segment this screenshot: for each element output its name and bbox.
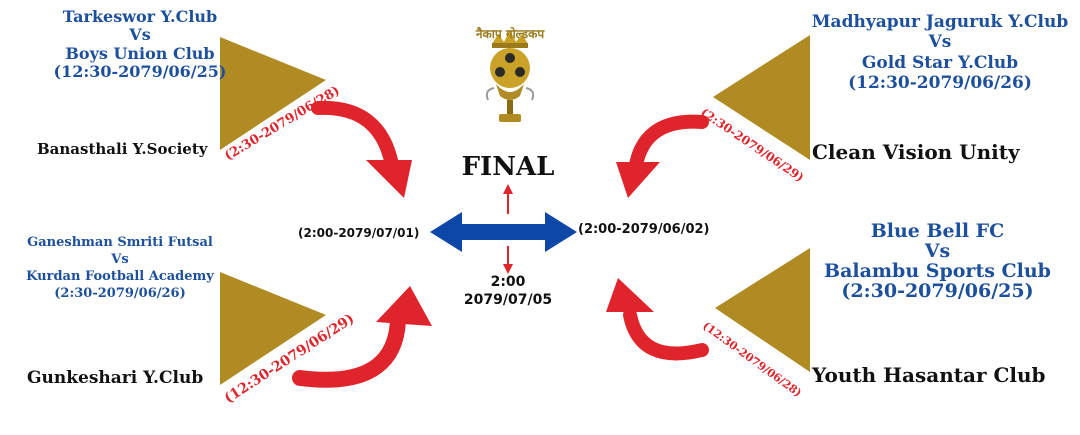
- right-semi-time: (2:00-2079/06/02): [578, 222, 710, 237]
- down-arrow-icon: [503, 246, 513, 274]
- team-a: Blue Bell FC: [870, 220, 1005, 242]
- match-time: (2:30-2079/06/26): [54, 285, 186, 301]
- final-schedule: 2:00 2079/07/05: [448, 274, 568, 309]
- double-arrow-icon: [430, 212, 577, 252]
- match-bottom-right: Blue Bell FC Vs Balambu Sports Club (2:3…: [800, 220, 1075, 302]
- bracket-triangle-bottom-right: [715, 248, 810, 372]
- left-semi-time: (2:00-2079/07/01): [298, 226, 420, 240]
- curved-arrow-top-right-icon: [616, 114, 709, 198]
- team-b: Kurdan Football Academy: [26, 268, 214, 284]
- bracket-triangle-bottom-left: [220, 272, 326, 385]
- match-top-right: Madhyapur Jaguruk Y.Club Vs Gold Star Y.…: [800, 12, 1080, 94]
- match-bottom-left: Ganeshman Smriti Futsal Vs Kurdan Footba…: [10, 235, 230, 303]
- seeded-team-bottom-right: Youth Hasantar Club: [812, 363, 1046, 387]
- final-label: FINAL: [461, 152, 555, 182]
- curved-arrow-top-left-icon: [311, 100, 412, 198]
- seeded-team-bottom-left: Gunkeshari Y.Club: [27, 368, 204, 388]
- match-time: (12:30-2079/06/25): [53, 62, 227, 82]
- bracket-triangle-top-right: [713, 35, 810, 160]
- seeded-team-top-left: Banasthali Y.Society: [37, 140, 208, 158]
- match-time: (12:30-2079/06/26): [848, 73, 1032, 94]
- final-time: 2:00: [490, 274, 526, 290]
- match-time: (2:30-2079/06/25): [841, 279, 1034, 302]
- team-a: Tarkeswor Y.Club: [62, 7, 218, 26]
- curved-arrow-bottom-left-icon: [292, 286, 432, 388]
- curved-arrow-bottom-right-icon: [606, 278, 709, 361]
- final-date: 2079/07/05: [463, 291, 553, 308]
- team-a: Ganeshman Smriti Futsal: [27, 235, 213, 250]
- vs-label: Vs: [928, 32, 952, 53]
- team-b: Balambu Sports Club: [824, 259, 1051, 282]
- vs-label: Vs: [924, 239, 951, 262]
- vs-label: Vs: [111, 251, 129, 267]
- up-arrow-icon: [503, 184, 513, 214]
- gold-cup-logo: नैकाप गोल्डकप: [475, 27, 545, 122]
- team-a: Madhyapur Jaguruk Y.Club: [811, 12, 1069, 32]
- team-b: Boys Union Club: [65, 43, 215, 63]
- seeded-team-top-right: Clean Vision Unity: [812, 140, 1020, 164]
- svg-text:नैकाप गोल्डकप: नैकाप गोल्डकप: [475, 27, 545, 41]
- bracket-triangle-top-left: [220, 37, 326, 150]
- team-b: Gold Star Y.Club: [861, 52, 1019, 73]
- match-top-left: Tarkeswor Y.Club Vs Boys Union Club (12:…: [30, 7, 250, 82]
- vs-label: Vs: [129, 25, 151, 45]
